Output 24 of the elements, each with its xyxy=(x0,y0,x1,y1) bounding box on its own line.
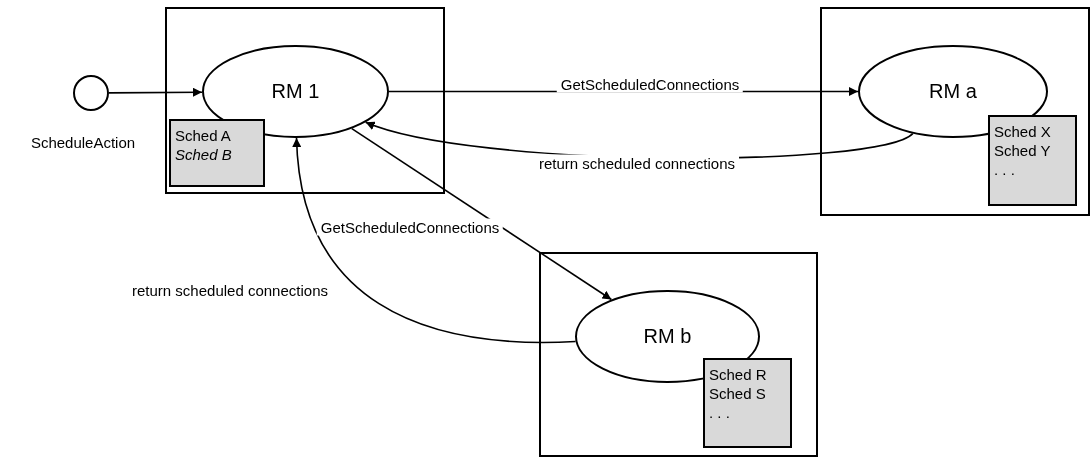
arrow xyxy=(292,137,577,344)
schedule-list-box xyxy=(988,115,1077,206)
ellipse-node xyxy=(858,45,1048,138)
schedule-list-box xyxy=(169,119,265,187)
start-circle xyxy=(73,75,109,111)
container-box xyxy=(539,252,818,457)
arrow xyxy=(108,87,203,97)
node-title: RM b xyxy=(643,325,692,348)
schedule-entry: Sched B xyxy=(175,145,232,164)
schedule-entry: Sched X xyxy=(994,122,1051,141)
container-box xyxy=(820,7,1090,216)
node-caption: ScheduleAction xyxy=(29,134,137,151)
schedule-entry: . . . xyxy=(994,160,1015,179)
schedule-entry: Sched R xyxy=(709,365,767,384)
edge-label: GetScheduledConnections xyxy=(316,218,504,236)
arrow xyxy=(351,127,613,301)
container-box xyxy=(165,7,445,194)
schedule-entry: Sched A xyxy=(175,126,231,145)
schedule-entry: Sched Y xyxy=(994,141,1051,160)
node-title: RM a xyxy=(929,80,977,103)
schedule-entry: . . . xyxy=(709,403,730,422)
node-title: RM 1 xyxy=(271,80,320,103)
schedule-entry: Sched S xyxy=(709,384,766,403)
schedule-list-box xyxy=(703,358,792,448)
